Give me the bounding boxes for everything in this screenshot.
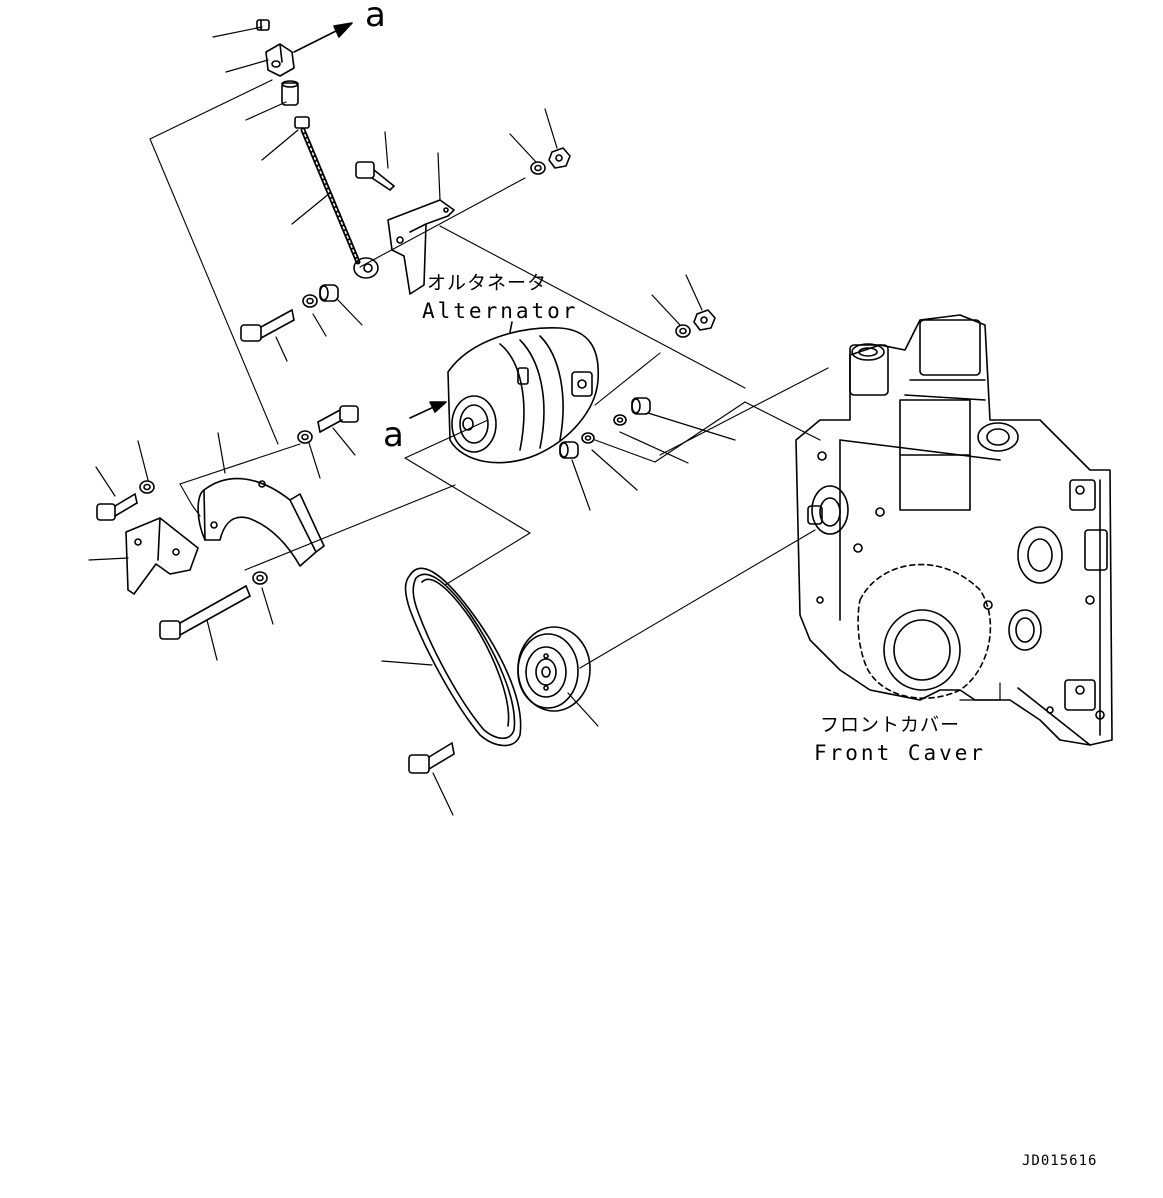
flange-bolt-icon bbox=[355, 161, 395, 191]
washer-r1-icon bbox=[530, 161, 546, 175]
washer-l3-icon bbox=[139, 480, 155, 494]
washer-r2-icon bbox=[675, 324, 691, 338]
spacer-r1-icon bbox=[631, 397, 651, 415]
washer-r4-icon bbox=[581, 432, 595, 444]
front-cover-label-jp: フロントカバー bbox=[820, 714, 961, 736]
small-nut-icon bbox=[294, 116, 310, 129]
long-bolt-upper-icon bbox=[240, 309, 295, 342]
belt-cover-icon bbox=[197, 477, 325, 567]
spacer-l1-icon bbox=[319, 284, 339, 302]
washer-l4-icon bbox=[252, 571, 268, 585]
short-bolt-mid-icon bbox=[317, 405, 359, 433]
spacer-r2-icon bbox=[559, 441, 579, 459]
nut-r1-icon bbox=[548, 147, 571, 169]
alternator-icon bbox=[447, 321, 600, 464]
washer-r3-icon bbox=[613, 414, 627, 426]
reference-a-mid: a bbox=[383, 415, 404, 455]
leader-lines bbox=[88, 26, 1001, 816]
mount-bracket-icon bbox=[387, 199, 455, 295]
hex-nut-top-icon bbox=[256, 19, 270, 31]
bolt-l1-icon bbox=[96, 493, 138, 521]
alternator-label-jp: オルタネータ bbox=[427, 272, 548, 294]
nut-r2-icon bbox=[693, 309, 716, 331]
washer-l2-icon bbox=[297, 430, 313, 444]
ref-arrow-top bbox=[293, 22, 353, 53]
pulley-bolt-icon bbox=[408, 742, 455, 774]
front-cover-icon bbox=[795, 314, 1113, 746]
alternator-label-en: Alternator bbox=[422, 299, 579, 323]
ref-arrow-mid bbox=[409, 401, 447, 419]
crank-pulley-icon bbox=[517, 626, 591, 712]
cover-bracket-icon bbox=[125, 517, 199, 595]
washer-l1-icon bbox=[302, 294, 318, 308]
long-bolt-lower-icon bbox=[159, 585, 251, 640]
adjust-rod-icon bbox=[300, 127, 379, 279]
center-lines bbox=[149, 79, 829, 669]
front-cover-label-en: Front Caver bbox=[814, 741, 987, 765]
collar-icon bbox=[281, 80, 299, 106]
v-belt-icon bbox=[404, 567, 522, 747]
reference-a-top: a bbox=[365, 0, 386, 35]
document-id: JD015616 bbox=[1022, 1153, 1098, 1169]
adjust-block-icon bbox=[265, 43, 295, 77]
